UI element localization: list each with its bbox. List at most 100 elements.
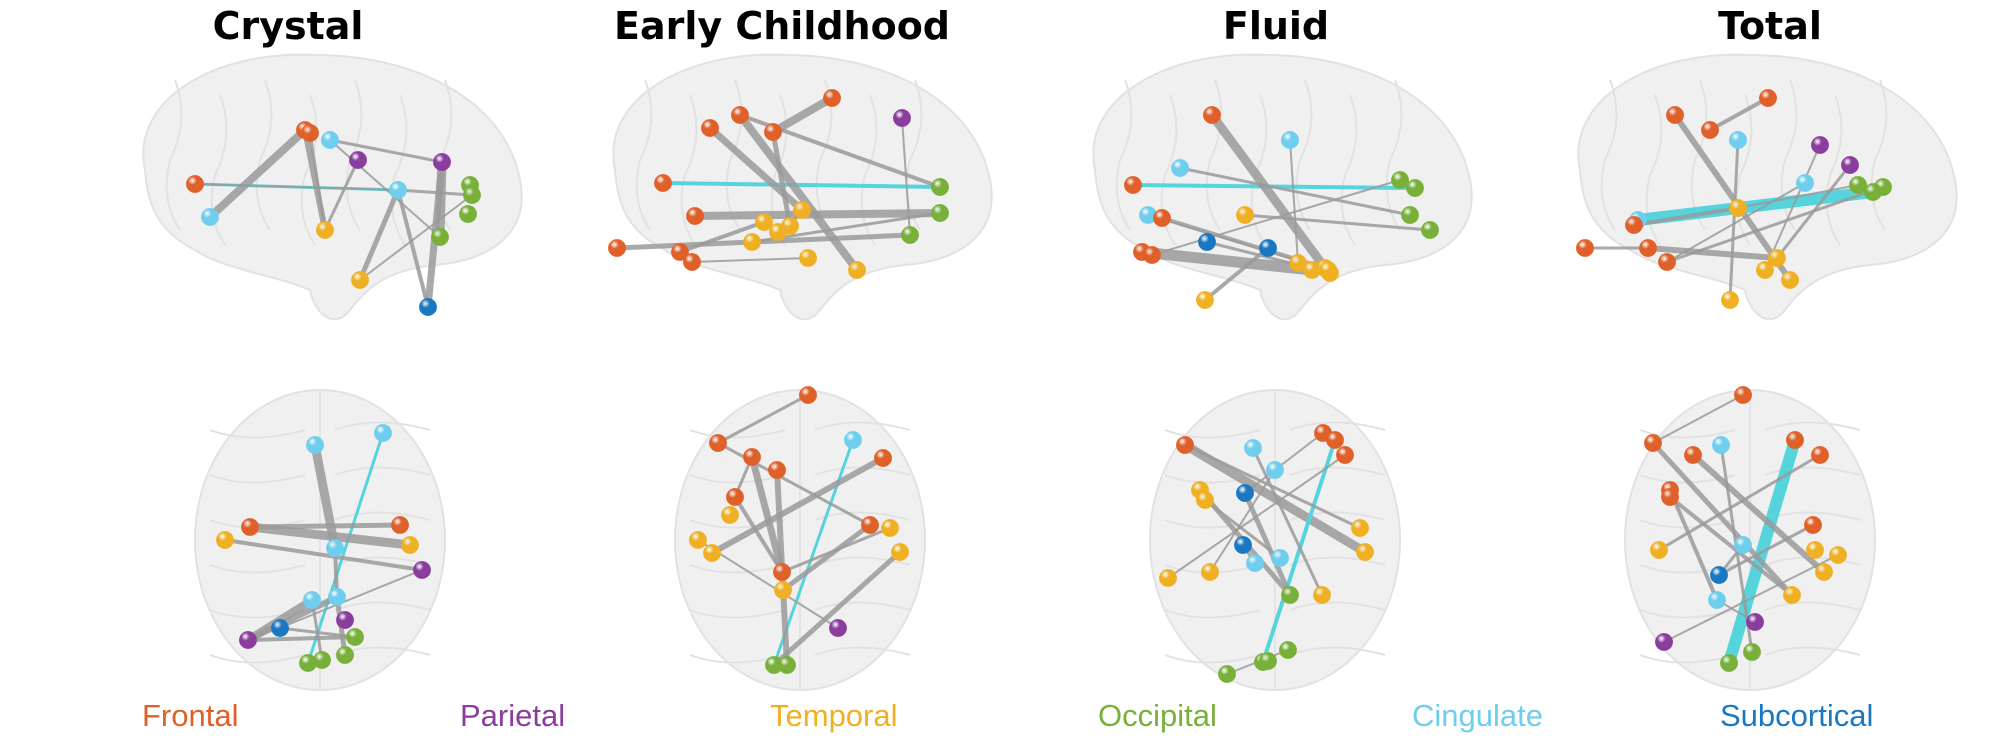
legend-occipital: Occipital: [1098, 698, 1217, 733]
node-temporal: [774, 581, 792, 599]
connection-edge: [691, 209, 944, 220]
connection-edge: [1151, 179, 1401, 256]
axial-brain-fluid: [1149, 389, 1401, 691]
node-temporal: [1289, 254, 1307, 272]
connection-edge: [245, 522, 415, 550]
node-occipital: [778, 656, 796, 674]
node-frontal: [1786, 431, 1804, 449]
node-cingulate: [1171, 159, 1189, 177]
connection-edge: [329, 139, 441, 238]
node-parietal: [829, 619, 847, 637]
node-frontal: [1124, 176, 1142, 194]
connection-edge: [1167, 454, 1346, 579]
connection-edge: [1209, 469, 1276, 573]
node-temporal: [1196, 291, 1214, 309]
node-frontal: [686, 207, 704, 225]
node-frontal: [726, 488, 744, 506]
node-subcortical: [271, 619, 289, 637]
connection-edge: [1728, 138, 1740, 302]
node-parietal: [433, 153, 451, 171]
connection-edge: [769, 94, 836, 136]
node-temporal: [848, 261, 866, 279]
node-cingulate: [1281, 131, 1299, 149]
connection-edge: [661, 181, 942, 189]
node-cingulate: [328, 588, 346, 606]
node-temporal: [1313, 586, 1331, 604]
node-frontal: [1661, 488, 1679, 506]
connection-edge: [770, 129, 793, 229]
node-parietal: [413, 561, 431, 579]
node-temporal: [1236, 206, 1254, 224]
node-temporal: [1781, 271, 1799, 289]
node-frontal: [709, 434, 727, 452]
title-early-childhood: Early Childhood: [613, 4, 951, 48]
node-occipital: [1864, 183, 1882, 201]
node-temporal: [689, 531, 707, 549]
node-subcortical: [419, 298, 437, 316]
connection-edge: [246, 635, 357, 642]
node-cingulate: [844, 431, 862, 449]
legend-temporal: Temporal: [770, 698, 898, 733]
connection-edge: [1764, 144, 1821, 271]
node-frontal: [608, 239, 626, 257]
node-frontal: [1326, 431, 1344, 449]
node-subcortical: [1236, 484, 1254, 502]
node-frontal: [671, 243, 689, 261]
node-temporal: [891, 543, 909, 561]
node-occipital: [1218, 665, 1236, 683]
node-occipital: [431, 228, 449, 246]
node-parietal: [1811, 136, 1829, 154]
legend-frontal: Frontal: [142, 698, 239, 733]
node-occipital: [1421, 221, 1439, 239]
connection-edge: [1666, 182, 1806, 263]
node-occipital: [463, 186, 481, 204]
node-cingulate: [389, 181, 407, 199]
node-frontal: [773, 563, 791, 581]
node-temporal: [799, 249, 817, 267]
node-cingulate: [1266, 461, 1284, 479]
node-occipital: [1259, 652, 1277, 670]
connection-edge: [1690, 452, 1827, 575]
node-cingulate: [1244, 439, 1262, 457]
node-temporal: [1319, 261, 1337, 279]
node-temporal: [881, 519, 899, 537]
node-frontal: [874, 449, 892, 467]
node-cingulate: [303, 591, 321, 609]
node-frontal: [731, 106, 749, 124]
node-frontal: [1734, 386, 1752, 404]
connection-edge: [1665, 185, 1885, 264]
node-occipital: [931, 204, 949, 222]
node-subcortical: [1259, 239, 1277, 257]
node-parietal: [239, 631, 257, 649]
connection-edge: [396, 188, 474, 197]
node-cingulate: [1729, 131, 1747, 149]
connection-edge: [306, 431, 385, 665]
connection-edge: [1180, 440, 1370, 557]
node-temporal: [1768, 249, 1786, 267]
connection-edge: [771, 549, 903, 668]
node-frontal: [743, 448, 761, 466]
node-frontal: [1153, 209, 1171, 227]
connection-edge: [279, 569, 423, 629]
connection-edge: [780, 526, 892, 574]
node-temporal: [1815, 563, 1833, 581]
connection-edge: [359, 194, 473, 281]
node-occipital: [1401, 206, 1419, 224]
node-occipital: [1281, 586, 1299, 604]
node-temporal: [1650, 541, 1668, 559]
legend-parietal: Parietal: [460, 698, 566, 733]
node-frontal: [1203, 106, 1221, 124]
connection-edge: [1668, 488, 1719, 602]
connection-edge: [697, 539, 839, 629]
node-cingulate: [1246, 554, 1264, 572]
node-frontal: [799, 386, 817, 404]
node-temporal: [743, 233, 761, 251]
node-temporal: [316, 221, 334, 239]
node-frontal: [1658, 253, 1676, 271]
node-temporal: [351, 271, 369, 289]
node-temporal: [1351, 519, 1369, 537]
connection-edge: [1632, 206, 1740, 227]
node-temporal: [1756, 261, 1774, 279]
